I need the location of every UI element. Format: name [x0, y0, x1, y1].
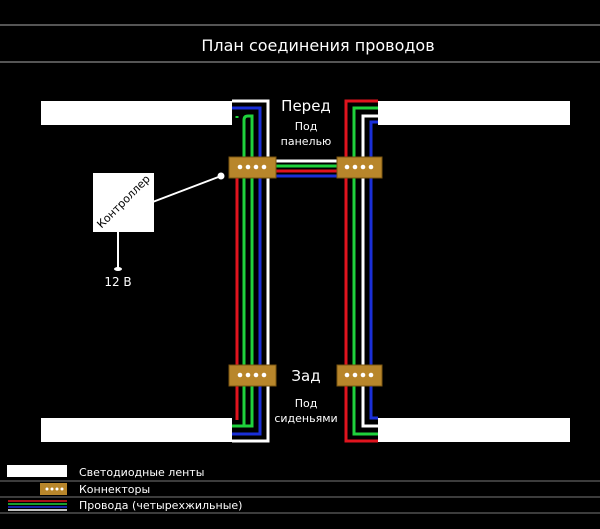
legend-label-connector: Коннекторы	[79, 483, 150, 496]
connector-front-left	[228, 156, 277, 179]
front-crossover-wires	[276, 159, 338, 178]
connector-front-right	[336, 156, 383, 179]
led-strip-front-left	[41, 101, 232, 125]
led-strip-front-right	[378, 101, 570, 125]
controller-box	[93, 173, 154, 232]
front-label: Перед	[281, 97, 331, 115]
legend: Светодиодные ленты Коннекторы Провода (ч…	[0, 465, 600, 514]
controller-signal-wire	[149, 175, 222, 204]
connector-back-right	[336, 364, 383, 387]
power-voltage-label: 12 В	[104, 275, 131, 289]
back-label: Зад	[291, 367, 320, 385]
controller-signal-end	[217, 172, 225, 180]
front-sub-label-1: Под	[295, 120, 318, 133]
power-terminal	[114, 267, 122, 271]
led-strip-back-left	[41, 418, 232, 442]
wire-harness-right	[344, 99, 378, 443]
back-sub-label-1: Под	[295, 397, 318, 410]
back-sub-label-2: сиденьями	[274, 412, 337, 425]
led-strip-back-right	[378, 418, 570, 442]
legend-label-wires: Провода (четырехжильные)	[79, 499, 242, 512]
legend-swatch-wires	[8, 500, 67, 511]
connector-back-left	[228, 364, 277, 387]
legend-swatch-led-strip	[7, 465, 67, 477]
diagram-title: План соединения проводов	[201, 36, 434, 55]
legend-label-led-strip: Светодиодные ленты	[79, 466, 204, 479]
front-sub-label-2: панелью	[281, 135, 332, 148]
wire-harness-left	[232, 99, 270, 443]
